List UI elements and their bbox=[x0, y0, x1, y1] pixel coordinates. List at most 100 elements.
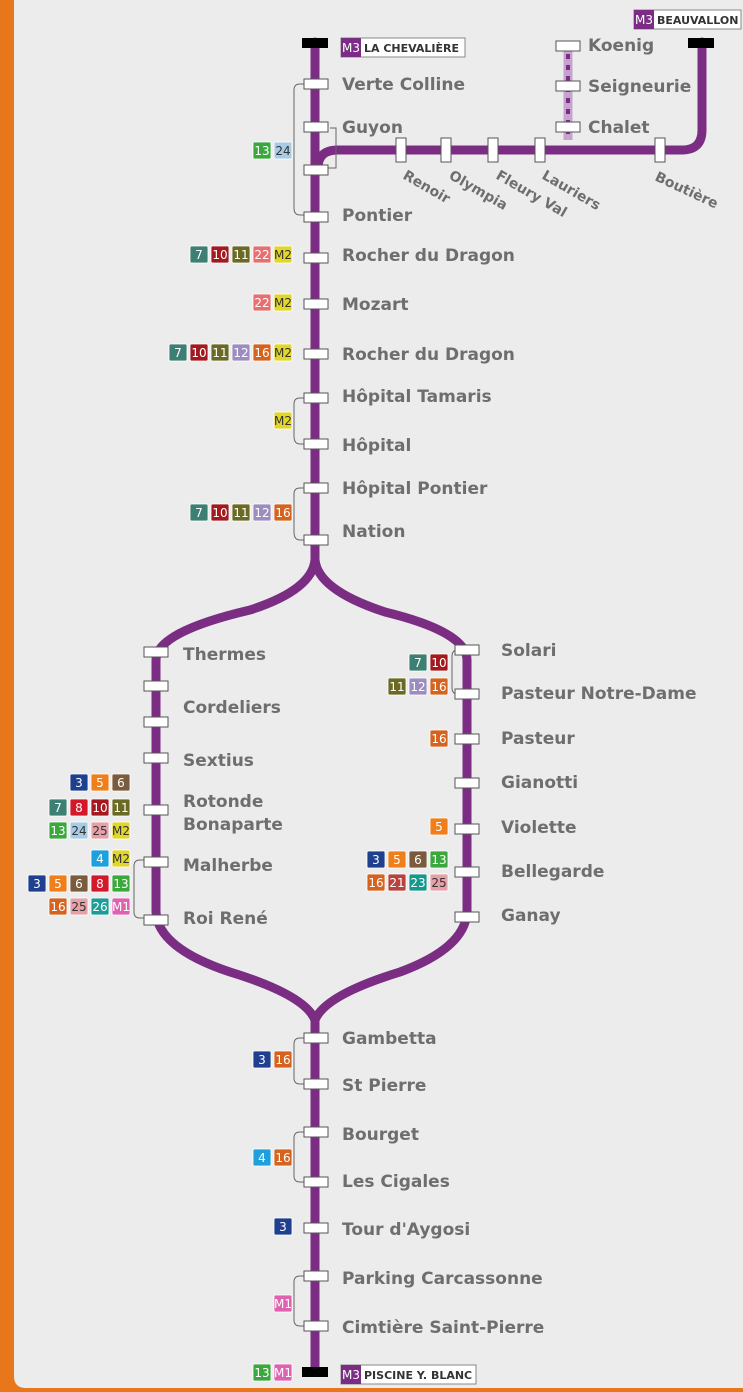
line-badge-text: 10 bbox=[212, 506, 227, 520]
line-badge-26 bbox=[90, 897, 110, 916]
line-badge-8 bbox=[69, 798, 89, 817]
line-badge-3 bbox=[366, 850, 386, 869]
line-badge-text: 16 bbox=[275, 506, 290, 520]
line-badge-4 bbox=[90, 849, 110, 868]
line-badge-text: 13 bbox=[254, 1366, 269, 1380]
line-badge-text: M2 bbox=[112, 824, 130, 838]
station-guyon: Guyon bbox=[342, 118, 403, 138]
line-badge-3 bbox=[273, 1217, 293, 1236]
line-badge-21 bbox=[387, 873, 407, 892]
station-roi-rene: Roi René bbox=[183, 909, 268, 929]
line-badge-text: 5 bbox=[96, 776, 104, 790]
station-hopital-tamaris: Hôpital Tamaris bbox=[342, 387, 492, 407]
station-nation: Nation bbox=[342, 522, 405, 542]
line-badge-16 bbox=[366, 873, 386, 892]
line-badge-text: 13 bbox=[254, 144, 269, 158]
line-badge-text: 13 bbox=[50, 824, 65, 838]
line-badge-text: 5 bbox=[435, 820, 443, 834]
station-thermes: Thermes bbox=[183, 645, 266, 665]
line-badge-text: 25 bbox=[431, 876, 446, 890]
station-cimetiere-saint-pierre: Cimtière Saint-Pierre bbox=[342, 1318, 544, 1338]
line-badge-text: 3 bbox=[33, 877, 41, 891]
line-badge-text: 16 bbox=[50, 900, 65, 914]
line-badge-text: 3 bbox=[279, 1220, 287, 1234]
station-koenig: Koenig bbox=[588, 36, 654, 56]
line-badge-7 bbox=[168, 343, 188, 362]
line-badge-m1 bbox=[273, 1363, 293, 1382]
line-badge-text: 16 bbox=[368, 876, 383, 890]
station-pasteur: Pasteur bbox=[501, 729, 575, 749]
station-pasteur-notre-dame: Pasteur Notre-Dame bbox=[501, 684, 696, 704]
line-badge-13 bbox=[252, 141, 272, 160]
line-badge-16 bbox=[429, 677, 449, 696]
station-pontier: Pontier bbox=[342, 206, 413, 226]
line-badge-m1 bbox=[111, 897, 131, 916]
line-badge-text: M1 bbox=[274, 1366, 292, 1380]
line-badge-text: 7 bbox=[174, 346, 182, 360]
line-badge-12 bbox=[231, 343, 251, 362]
line-badge-text: 7 bbox=[195, 248, 203, 262]
m3-badge-text: M3 bbox=[342, 1368, 360, 1382]
line-badge-7 bbox=[189, 503, 209, 522]
line-badge-text: 11 bbox=[113, 801, 128, 815]
line-badge-10 bbox=[90, 798, 110, 817]
terminal-east-label: M3 BEAUVALLON bbox=[633, 9, 742, 30]
line-badge-text: 3 bbox=[258, 1053, 266, 1067]
station-bourget: Bourget bbox=[342, 1125, 419, 1145]
line-badge-text: 5 bbox=[54, 877, 62, 891]
station-violette: Violette bbox=[501, 818, 577, 838]
line-badge-text: M2 bbox=[274, 414, 292, 428]
line-badge-text: 11 bbox=[212, 346, 227, 360]
line-badge-text: 4 bbox=[96, 852, 104, 866]
connection-brackets bbox=[133, 83, 462, 1327]
station-gambetta: Gambetta bbox=[342, 1029, 437, 1049]
line-badge-4 bbox=[252, 1148, 272, 1167]
branch-east bbox=[313, 37, 707, 173]
station-rocher-dragon-1: Rocher du Dragon bbox=[342, 246, 515, 266]
line-badge-text: M2 bbox=[274, 296, 292, 310]
station-chalet: Chalet bbox=[588, 118, 650, 138]
m3-badge bbox=[341, 38, 361, 57]
line-badge-3 bbox=[252, 1050, 272, 1069]
station-cordeliers: Cordeliers bbox=[183, 698, 281, 718]
line-badge-text: 12 bbox=[410, 680, 425, 694]
station-hopital: Hôpital bbox=[342, 436, 411, 456]
line-badge-25 bbox=[69, 897, 89, 916]
line-badge-text: M1 bbox=[274, 1297, 292, 1311]
line-badge-text: 12 bbox=[233, 346, 248, 360]
line-badge-11 bbox=[231, 503, 251, 522]
line-badge-13 bbox=[429, 850, 449, 869]
station-mozart: Mozart bbox=[342, 295, 408, 315]
station-les-cigales: Les Cigales bbox=[342, 1172, 450, 1192]
line-badge-text: 10 bbox=[212, 248, 227, 262]
line-badge-text: 5 bbox=[393, 853, 401, 867]
line-badge-text: 6 bbox=[414, 853, 422, 867]
line-badge-text: 10 bbox=[92, 801, 107, 815]
line-badge-text: 3 bbox=[75, 776, 83, 790]
line-badge-16 bbox=[273, 1148, 293, 1167]
line-badge-text: 7 bbox=[54, 801, 62, 815]
line-badge-text: 25 bbox=[71, 900, 86, 914]
line-badge-25 bbox=[429, 873, 449, 892]
line-badge-6 bbox=[69, 874, 89, 893]
line-badge-11 bbox=[210, 343, 230, 362]
line-badge-22 bbox=[252, 293, 272, 312]
line-badge-text: 26 bbox=[92, 900, 107, 914]
line-badge-16 bbox=[429, 729, 449, 748]
line-badge-text: 25 bbox=[92, 824, 107, 838]
line-badge-text: 8 bbox=[96, 877, 104, 891]
terminal-east-text: BEAUVALLON bbox=[657, 14, 738, 27]
station-markers bbox=[143, 40, 666, 1332]
line-badge-10 bbox=[189, 343, 209, 362]
line-badge-16 bbox=[273, 1050, 293, 1069]
line-badge-text: 16 bbox=[254, 346, 269, 360]
line-badge-m2 bbox=[273, 411, 293, 430]
line-badge-text: 6 bbox=[117, 776, 125, 790]
line-badge-text: 24 bbox=[71, 824, 86, 838]
station-tour-aygosi: Tour d'Aygosi bbox=[342, 1220, 470, 1240]
line-badge-11 bbox=[387, 677, 407, 696]
line-badge-23 bbox=[408, 873, 428, 892]
line-badge-text: 6 bbox=[75, 877, 83, 891]
